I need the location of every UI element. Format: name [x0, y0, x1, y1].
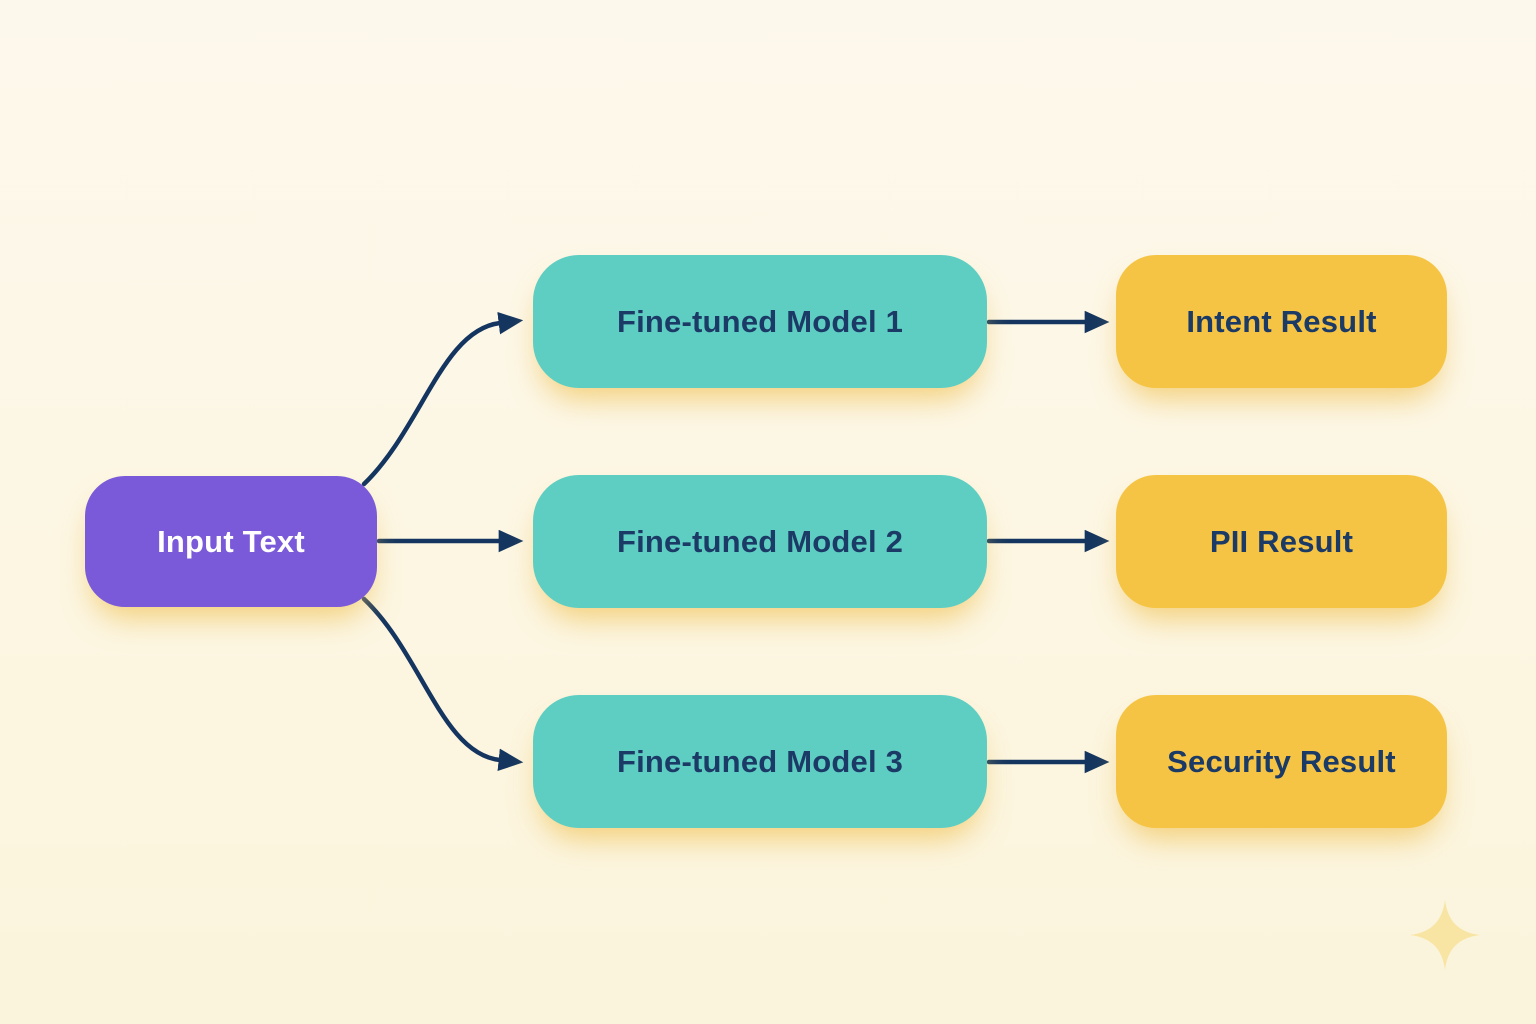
- node-security-result-label: Security Result: [1167, 743, 1396, 779]
- node-intent-result: Intent Result: [1116, 255, 1447, 388]
- sparkle-icon: [1410, 900, 1480, 970]
- node-pii-result: PII Result: [1116, 475, 1447, 608]
- node-fine-tuned-model-1-label: Fine-tuned Model 1: [616, 303, 904, 339]
- node-intent-result-label: Intent Result: [1186, 303, 1377, 339]
- node-input-text: Input Text: [85, 476, 377, 607]
- edge-input-to-model3: [361, 596, 524, 772]
- node-fine-tuned-model-2-label: Fine-tuned Model 2: [616, 523, 904, 559]
- node-security-result: Security Result: [1116, 695, 1447, 828]
- node-fine-tuned-model-3: Fine-tuned Model 3: [533, 695, 987, 828]
- edge-input-to-model1: [361, 311, 524, 487]
- node-pii-result-label: PII Result: [1209, 523, 1354, 559]
- node-fine-tuned-model-1: Fine-tuned Model 1: [533, 255, 987, 388]
- node-fine-tuned-model-2: Fine-tuned Model 2: [533, 475, 987, 608]
- node-fine-tuned-model-3-label: Fine-tuned Model 3: [616, 743, 904, 779]
- node-input-text-label: Input Text: [157, 523, 305, 559]
